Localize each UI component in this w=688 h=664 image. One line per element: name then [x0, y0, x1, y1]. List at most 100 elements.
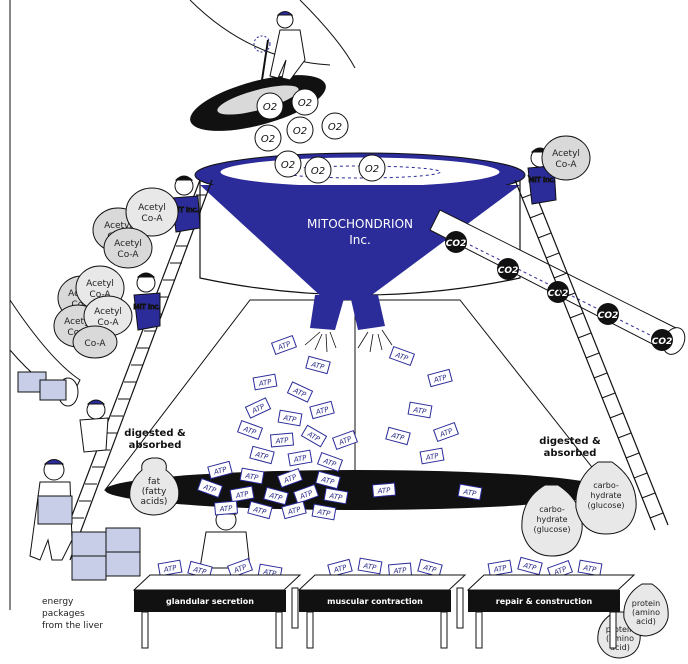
- atp-note: ATP: [417, 558, 443, 578]
- svg-text:O2: O2: [281, 160, 295, 171]
- svg-text:Co-A: Co-A: [141, 214, 163, 224]
- svg-text:ATP: ATP: [522, 561, 538, 572]
- svg-text:ATP: ATP: [268, 491, 284, 502]
- digested-label-right-2: absorbed: [544, 448, 597, 459]
- svg-text:ATP: ATP: [320, 475, 336, 486]
- svg-text:ATP: ATP: [376, 486, 391, 495]
- svg-text:O2: O2: [293, 126, 307, 137]
- svg-text:ATP: ATP: [328, 492, 344, 502]
- svg-text:Co-A: Co-A: [555, 160, 577, 170]
- atp-note: ATP: [305, 355, 331, 375]
- svg-text:ATP: ATP: [332, 563, 348, 574]
- svg-text:acid): acid): [636, 617, 656, 626]
- svg-text:Acetyl: Acetyl: [86, 279, 114, 289]
- atp-note: ATP: [457, 483, 483, 501]
- atp-note: ATP: [281, 500, 307, 520]
- atp-note: ATP: [292, 483, 320, 505]
- svg-text:O2: O2: [261, 134, 275, 145]
- svg-text:Co-A: Co-A: [97, 318, 119, 328]
- atp-note: ATP: [263, 486, 289, 506]
- atp-note: ATP: [187, 560, 213, 580]
- atp-note: ATP: [252, 373, 278, 391]
- funnel-title: MITOCHONDRION: [307, 217, 413, 231]
- energy-label-2: packages: [42, 609, 85, 619]
- svg-text:protein: protein: [606, 625, 634, 634]
- svg-text:ATP: ATP: [422, 563, 438, 574]
- atp-note: ATP: [357, 557, 383, 575]
- atp-note: ATP: [419, 447, 445, 465]
- svg-text:CO2: CO2: [498, 266, 519, 276]
- acetyl-bag-right: Acetyl Co-A: [541, 135, 591, 181]
- o2-circle: O2: [286, 116, 314, 144]
- worker-low-left: [79, 399, 109, 453]
- atp-note: ATP: [249, 445, 275, 465]
- atp-cone: [103, 299, 612, 510]
- svg-text:protein: protein: [632, 599, 660, 608]
- atp-note: ATP: [239, 467, 265, 485]
- right-ladder: [514, 174, 669, 531]
- atp-note: ATP: [277, 409, 303, 427]
- atp-note: ATP: [236, 419, 264, 441]
- digested-label-left-1: digested &: [124, 428, 186, 439]
- worker-mid-left: MIT Inc.: [133, 272, 161, 331]
- svg-text:ATP: ATP: [432, 373, 448, 384]
- svg-text:Acetyl: Acetyl: [94, 307, 122, 317]
- atp-note: ATP: [311, 503, 337, 521]
- svg-text:Acetyl: Acetyl: [552, 149, 580, 159]
- o2-circle: O2: [256, 92, 284, 120]
- atp-note: ATP: [432, 421, 460, 443]
- svg-text:Co-A: Co-A: [117, 250, 139, 260]
- lid-worker: [253, 11, 306, 81]
- svg-text:(glucose): (glucose): [588, 501, 625, 510]
- svg-text:ATP: ATP: [234, 490, 250, 500]
- digested-label-left-2: absorbed: [129, 440, 182, 451]
- svg-text:acids): acids): [141, 497, 168, 507]
- o2-circle: O2: [304, 156, 332, 184]
- svg-text:ATP: ATP: [274, 436, 289, 445]
- svg-text:ATP: ATP: [262, 568, 278, 578]
- svg-text:CO2: CO2: [598, 311, 619, 321]
- o2-circle: O2: [291, 88, 319, 116]
- svg-text:fat: fat: [148, 477, 161, 487]
- atp-note: ATP: [270, 334, 298, 356]
- atp-note: ATP: [385, 426, 411, 446]
- svg-text:O2: O2: [365, 164, 379, 175]
- svg-text:Acetyl: Acetyl: [104, 221, 132, 231]
- svg-text:ATP: ATP: [362, 562, 378, 572]
- atp-note: ATP: [323, 487, 349, 505]
- atp-note: ATP: [207, 460, 233, 480]
- svg-text:acid): acid): [610, 643, 630, 652]
- carb-bag-2: carbo- hydrate (glucose): [575, 461, 637, 535]
- atp-note: ATP: [157, 559, 183, 577]
- svg-text:ATP: ATP: [314, 405, 330, 416]
- svg-text:Co-A: Co-A: [84, 339, 106, 349]
- table-repair: repair & construction: [466, 574, 636, 649]
- svg-text:carbo-: carbo-: [539, 505, 565, 514]
- svg-text:ATP: ATP: [424, 452, 440, 462]
- co2-circle: CO2: [651, 329, 673, 351]
- table-label-repair: repair & construction: [496, 597, 593, 606]
- atp-note: ATP: [309, 400, 335, 420]
- svg-text:O2: O2: [328, 122, 342, 133]
- digested-label-right-1: digested &: [539, 436, 601, 447]
- svg-text:Acetyl: Acetyl: [138, 203, 166, 213]
- svg-text:ATP: ATP: [254, 450, 270, 461]
- protein-bag-2: protein (amino acid): [623, 583, 669, 637]
- atp-note: ATP: [407, 401, 433, 419]
- atp-note: ATP: [517, 556, 543, 576]
- svg-text:hydrate: hydrate: [536, 515, 567, 524]
- co2-circle: CO2: [597, 303, 619, 325]
- svg-text:Co-A: Co-A: [89, 290, 111, 300]
- table-label-muscular: muscular contraction: [327, 597, 423, 606]
- atp-note: ATP: [276, 467, 304, 489]
- svg-text:Acetyl: Acetyl: [114, 239, 142, 249]
- o2-circle: O2: [254, 124, 282, 152]
- energy-label-1: energy: [42, 597, 74, 607]
- svg-text:ATP: ATP: [162, 564, 178, 574]
- svg-text:O2: O2: [263, 102, 277, 113]
- funnel-subtitle: Inc.: [349, 233, 371, 247]
